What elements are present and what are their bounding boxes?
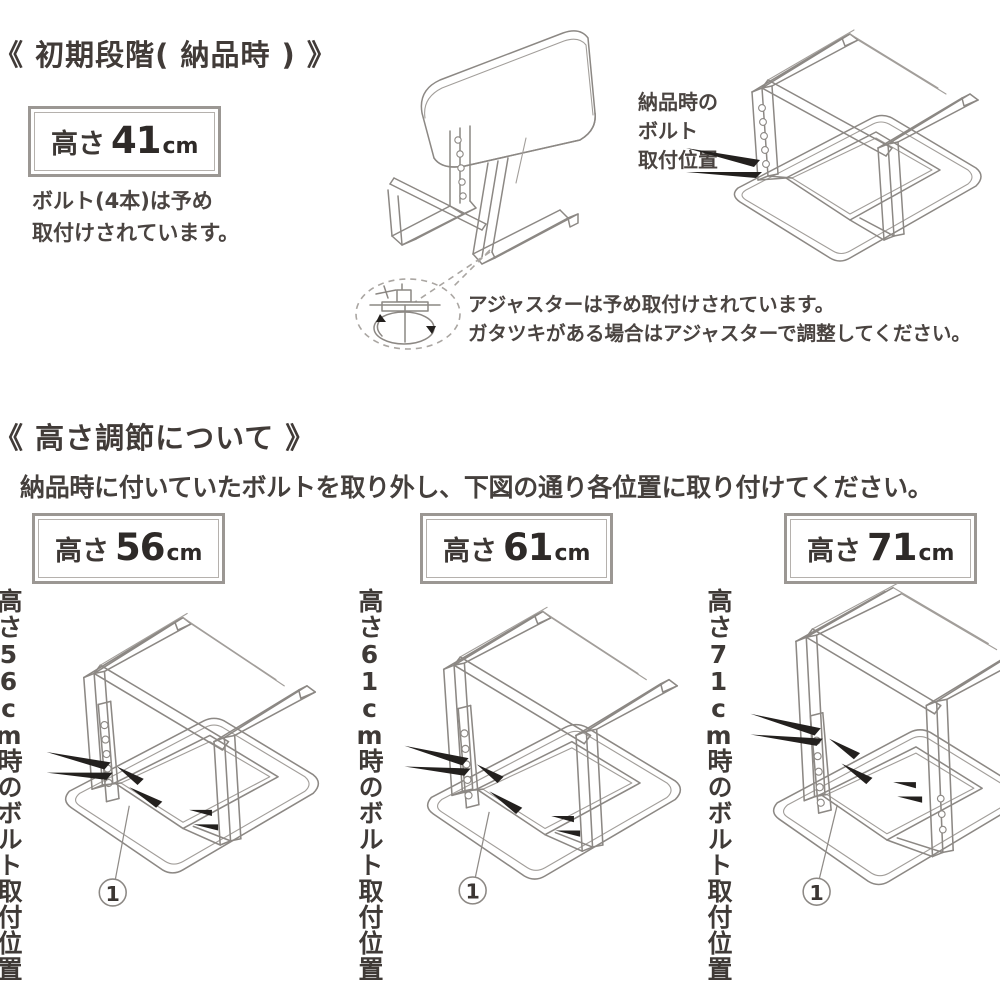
table-illustration [330, 18, 660, 288]
section1-note-line2: 取付けされています。 [32, 220, 240, 245]
vertical-label-61: 高さ61cm時のボルト取付位置 [355, 588, 384, 982]
vertical-label-61-tail: 時のボルト取付位置 [355, 748, 384, 982]
height-badge-41: 高さ 41 cm [28, 106, 222, 177]
bolt-position-arrow-lower [686, 172, 762, 178]
height-badge-56-value: 56 [115, 526, 165, 569]
vertical-label-56-tail: 時のボルト取付位置 [0, 748, 23, 982]
vertical-label-56-unit: cm [0, 694, 23, 748]
height-badge-61-value: 61 [503, 526, 553, 569]
inverted-frame-illustration-71: 1 [738, 582, 1000, 906]
height-badge-56-label: 高さ [55, 536, 109, 567]
height-badge-61: 高さ 61 cm [420, 513, 614, 584]
inverted-frame-illustration-delivery [686, 20, 1000, 285]
height-badge-71-label: 高さ [807, 536, 861, 567]
marker-1-panel-61: 1 [465, 880, 479, 904]
adjuster-detail-illustration [340, 249, 500, 360]
vertical-label-71-top: 高さ [704, 588, 733, 640]
height-badge-41-value: 41 [111, 119, 161, 162]
vertical-label-61-unit: cm [355, 694, 384, 748]
adjuster-note: アジャスターは予め取付けされています。 ガタツキがある場合はアジャスターで調整し… [468, 290, 971, 349]
height-badge-56-unit: cm [166, 541, 203, 566]
section2-heading: 《 高さ調節について 》 [0, 421, 316, 455]
height-badge-41-unit: cm [162, 134, 199, 159]
section1-heading: 《 初期段階( 納品時 ) 》 [0, 38, 337, 72]
adjuster-note-line2: ガタツキがある場合はアジャスターで調整してください。 [468, 322, 971, 346]
callout-line1: 納品時の [638, 90, 718, 114]
vertical-label-71-num: 71 [704, 640, 733, 694]
adjuster-note-line1: アジャスターは予め取付けされています。 [468, 293, 835, 316]
vertical-label-61-top: 高さ [355, 588, 384, 640]
vertical-label-71: 高さ71cm時のボルト取付位置 [704, 588, 733, 982]
height-badge-61-inner: 高さ 61 cm [426, 519, 608, 578]
bolt-position-arrow-upper [686, 148, 760, 167]
height-badge-56-inner: 高さ 56 cm [38, 519, 220, 578]
marker-1-panel-56: 1 [106, 882, 120, 906]
delivery-bolt-position-callout: 納品時の ボルト 取付位置 [638, 88, 718, 175]
marker-1-panel-71: 1 [809, 881, 823, 905]
vertical-label-56-top: 高さ [0, 588, 23, 640]
height-badge-71-value: 71 [867, 526, 917, 569]
height-badge-56: 高さ 56 cm [32, 513, 226, 584]
vertical-label-61-num: 61 [355, 640, 384, 694]
height-badge-71-unit: cm [918, 541, 955, 566]
section1-note-line1: ボルト(4本)は予め [32, 189, 213, 213]
inverted-frame-illustration-56: 1 [28, 605, 338, 907]
vertical-label-56-num: 56 [0, 640, 23, 694]
height-badge-61-unit: cm [554, 541, 591, 566]
vertical-label-56: 高さ56cm時のボルト取付位置 [0, 588, 23, 982]
vertical-label-71-tail: 時のボルト取付位置 [704, 748, 733, 982]
height-badge-71: 高さ 71 cm [784, 513, 978, 584]
section1-note: ボルト(4本)は予め 取付けされています。 [32, 186, 239, 250]
height-badge-41-label: 高さ [51, 129, 105, 160]
section2-lead: 納品時に付いていたボルトを取り外し、下図の通り各位置に取り付けてください。 [20, 473, 933, 502]
height-badge-61-label: 高さ [443, 536, 497, 567]
vertical-label-71-unit: cm [704, 694, 733, 748]
height-badge-71-inner: 高さ 71 cm [790, 519, 972, 578]
inverted-frame-illustration-61: 1 [390, 605, 700, 905]
height-badge-41-inner: 高さ 41 cm [34, 112, 216, 171]
callout-line2: ボルト [638, 119, 698, 143]
